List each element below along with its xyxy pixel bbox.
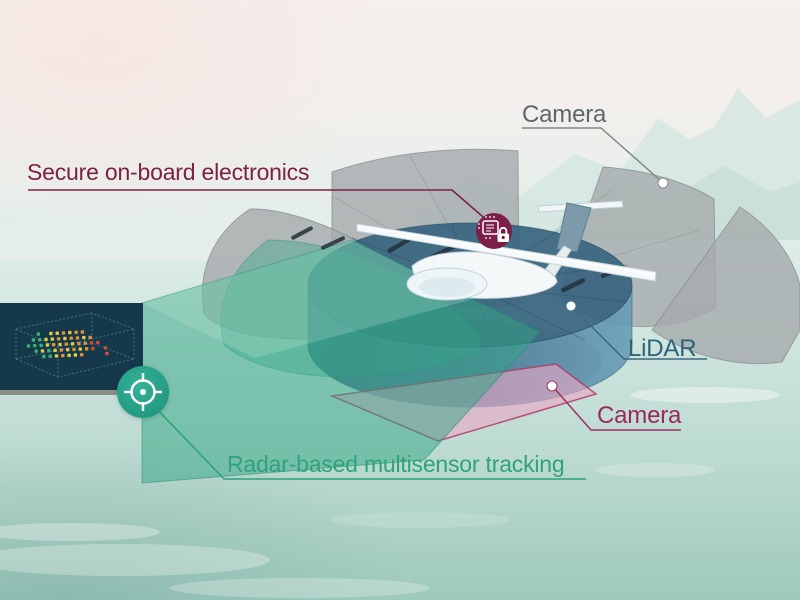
radar-pointcloud-inset <box>0 303 143 390</box>
callout-dot-camera-top <box>657 177 669 189</box>
leader-line-camera-top <box>522 127 662 182</box>
callout-dots <box>546 177 669 392</box>
wireframe-box <box>14 312 136 378</box>
drone-aircraft <box>291 200 657 301</box>
leader-line-radar <box>151 403 586 480</box>
pointcloud-dots <box>26 330 109 359</box>
leader-line-lidar <box>572 307 707 360</box>
leader-line-camera-bottom <box>553 387 681 431</box>
label-radar-tracking: Radar-based multisensor tracking <box>227 451 565 477</box>
label-secure-electronics: Secure on-board electronics <box>27 159 310 185</box>
leader-lines <box>28 127 707 480</box>
water-highlights <box>0 387 780 598</box>
leader-line-secure <box>28 189 490 223</box>
crosshair-target-icon <box>117 366 169 418</box>
radar-tracking-beam <box>141 239 541 484</box>
secure-electronics-badge <box>476 213 512 249</box>
label-camera-top: Camera <box>522 101 607 128</box>
callout-dot-lidar <box>565 300 577 312</box>
label-lidar: LiDAR <box>628 335 697 362</box>
fan-wedge-far-right <box>651 206 800 365</box>
callout-dot-camera-bottom <box>546 380 558 392</box>
chip-lock-icon <box>478 216 509 242</box>
label-camera-bottom: Camera <box>597 402 682 429</box>
